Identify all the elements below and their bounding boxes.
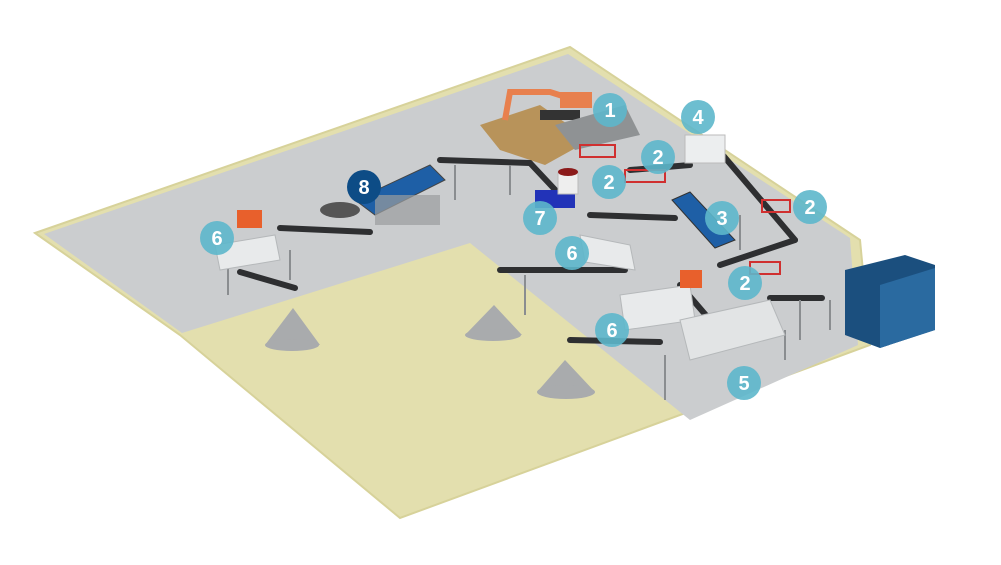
- badge-circle: [200, 221, 234, 255]
- badge-circle: [793, 190, 827, 224]
- stockpiles: [265, 202, 595, 399]
- washers-6: [214, 234, 696, 331]
- loaders: [237, 210, 702, 288]
- badge-label: 3: [716, 208, 727, 230]
- step-badge-3: 3: [705, 201, 739, 235]
- step-badge-5: 5: [727, 366, 761, 400]
- badge-label: 1: [604, 100, 615, 122]
- badge-circle: [595, 313, 629, 347]
- badge-circle: [705, 201, 739, 235]
- badge-circle: [523, 201, 557, 235]
- badge-label: 6: [606, 320, 617, 342]
- log-washer-5: [679, 299, 786, 361]
- badge-label: 4: [692, 107, 704, 129]
- step-badge-2: 2: [592, 165, 626, 199]
- step-badge-1: 1: [593, 93, 627, 127]
- badge-circle: [727, 366, 761, 400]
- badge-circle: [347, 170, 381, 204]
- excavator: [502, 89, 592, 121]
- step-badge-7: 7: [523, 201, 557, 235]
- badge-circle: [681, 100, 715, 134]
- step-badge-6: 6: [595, 313, 629, 347]
- badge-circle: [728, 266, 762, 300]
- red-screens-2: [579, 144, 791, 275]
- badge-label: 7: [534, 208, 545, 230]
- badge-label: 2: [739, 273, 750, 295]
- cone-crusher-7: [535, 168, 579, 208]
- badge-circle: [641, 140, 675, 174]
- step-badge-4: 4: [681, 100, 715, 134]
- badge-circle: [592, 165, 626, 199]
- badge-label: 2: [652, 147, 663, 169]
- step-badge-6: 6: [200, 221, 234, 255]
- office-containers: [845, 255, 935, 348]
- machine-frame-8: [375, 195, 440, 225]
- step-badge-2: 2: [793, 190, 827, 224]
- step-badge-6: 6: [555, 236, 589, 270]
- steel-supports: [227, 165, 831, 400]
- badge-label: 2: [804, 197, 815, 219]
- step-badge-8: 8: [347, 170, 381, 204]
- badge-label: 6: [566, 243, 577, 265]
- badge-label: 6: [211, 228, 222, 250]
- impact-crusher-4: [684, 134, 726, 164]
- step-badge-2: 2: [728, 266, 762, 300]
- badge-circle: [593, 93, 627, 127]
- badge-circle: [555, 236, 589, 270]
- badge-label: 2: [603, 172, 614, 194]
- step-badge-2: 2: [641, 140, 675, 174]
- badge-label: 5: [738, 373, 749, 395]
- badge-label: 8: [358, 177, 369, 199]
